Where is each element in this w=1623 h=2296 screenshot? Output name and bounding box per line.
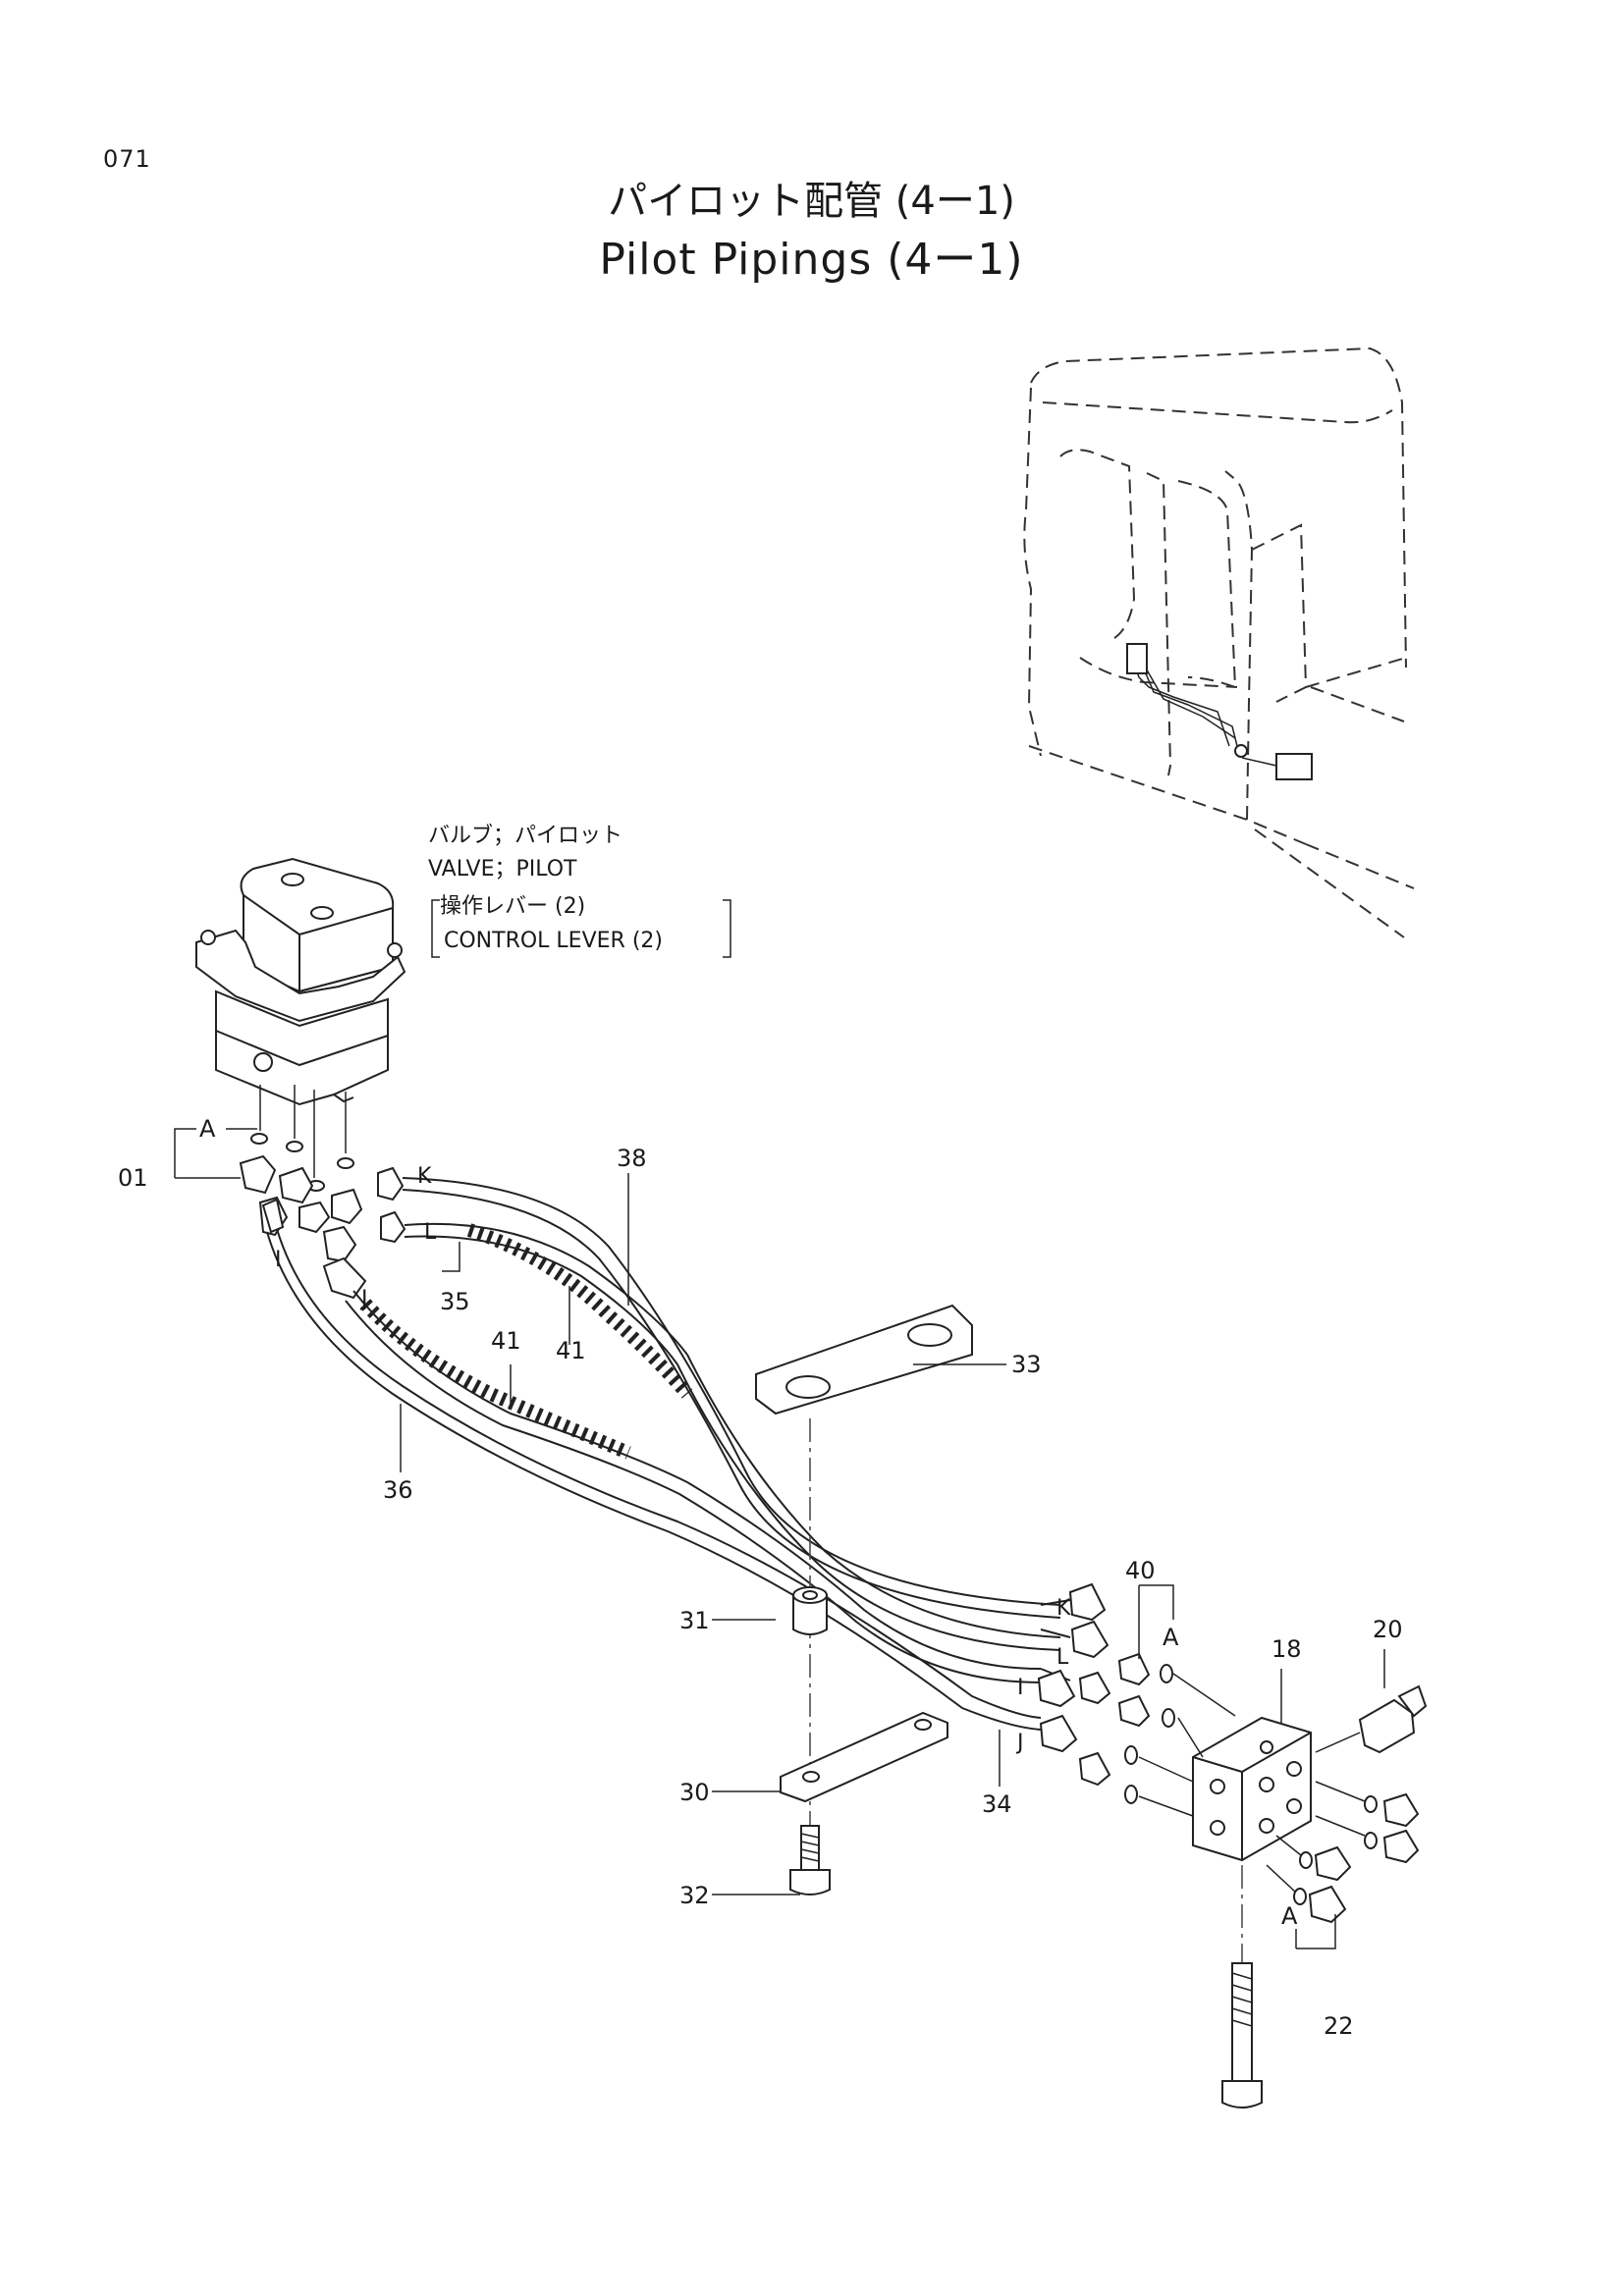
cab-illustration bbox=[1023, 347, 1415, 938]
port-label-l-top: L bbox=[424, 1220, 437, 1245]
port-label-k-bottom: K bbox=[1056, 1596, 1071, 1621]
part-label-22: 22 bbox=[1324, 2012, 1354, 2040]
port-label-a-valve: A bbox=[199, 1115, 216, 1143]
part-label-38: 38 bbox=[617, 1145, 647, 1172]
valve-fittings bbox=[239, 1085, 363, 1263]
note-lever-jp: 操作レバー (2) bbox=[440, 894, 585, 919]
hose-end-fittings bbox=[1037, 1582, 1175, 1804]
pilot-valve bbox=[195, 857, 406, 1106]
page-title-en: Pilot Pipings (4ー1) bbox=[599, 235, 1024, 285]
note-valve-jp: バルブ；パイロット bbox=[428, 824, 622, 848]
part-label-34: 34 bbox=[982, 1790, 1012, 1818]
part-label-33: 33 bbox=[1011, 1351, 1042, 1378]
part-label-31: 31 bbox=[679, 1607, 710, 1634]
note-bracket bbox=[431, 899, 731, 958]
port-label-j-top: J bbox=[359, 1287, 368, 1311]
note-lever-en: CONTROL LEVER (2) bbox=[444, 929, 663, 953]
port-label-j-bottom: J bbox=[1015, 1731, 1024, 1755]
bolt-block bbox=[1221, 1962, 1263, 2109]
spring-wraps bbox=[359, 1223, 693, 1460]
note-valve-en: VALVE；PILOT bbox=[428, 857, 577, 881]
leader-lines bbox=[174, 1128, 1385, 1949]
port-label-a-lower: A bbox=[1281, 1902, 1298, 1930]
bolt-32 bbox=[789, 1825, 831, 1896]
port-label-l-bottom: L bbox=[1056, 1645, 1069, 1670]
port-label-a-block: A bbox=[1163, 1624, 1179, 1651]
part-label-35: 35 bbox=[440, 1288, 470, 1315]
port-label-i-top: I bbox=[275, 1248, 282, 1272]
part-label-20: 20 bbox=[1373, 1616, 1403, 1643]
part-label-41-left: 41 bbox=[491, 1327, 521, 1355]
spacer-31 bbox=[792, 1586, 828, 1635]
page-title-jp: パイロット配管 (4ー1) bbox=[608, 179, 1015, 224]
part-label-36: 36 bbox=[383, 1476, 413, 1504]
hoses bbox=[261, 1166, 1071, 1731]
part-label-32: 32 bbox=[679, 1882, 710, 1909]
port-label-i-bottom: I bbox=[1017, 1676, 1024, 1700]
part-label-01: 01 bbox=[118, 1164, 148, 1192]
right-fittings bbox=[1266, 1684, 1428, 1924]
block-18 bbox=[1138, 1673, 1312, 1862]
plate-30 bbox=[780, 1711, 948, 1803]
part-label-30: 30 bbox=[679, 1779, 710, 1806]
part-label-40: 40 bbox=[1125, 1557, 1156, 1584]
plate-33 bbox=[755, 1304, 973, 1415]
part-label-18: 18 bbox=[1271, 1635, 1302, 1663]
page-number: 071 bbox=[103, 145, 151, 173]
port-label-k-top: K bbox=[417, 1164, 432, 1189]
part-label-41-right: 41 bbox=[556, 1337, 586, 1364]
